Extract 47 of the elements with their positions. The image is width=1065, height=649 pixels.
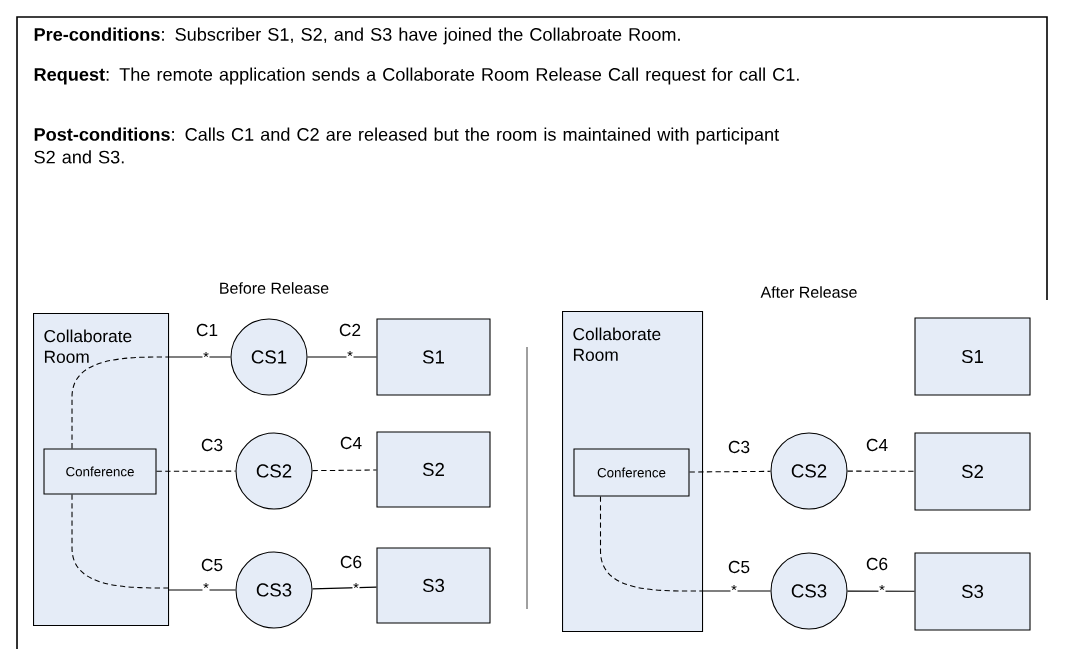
connector-line xyxy=(167,589,236,591)
connector-line xyxy=(689,470,771,473)
subscriber-box: S2 xyxy=(376,431,491,508)
connector-line xyxy=(312,586,377,590)
connector-line xyxy=(847,590,915,592)
subscriber-box: S3 xyxy=(914,552,1031,631)
circle-node: CS1 xyxy=(230,318,308,396)
edge-label: C5 xyxy=(201,558,223,572)
multiplicity-mark: * xyxy=(878,584,886,596)
multiplicity-mark: * xyxy=(202,351,210,363)
edge-label: C3 xyxy=(201,438,223,452)
paragraph: Pre-conditions: Subscriber S1, S2, and S3 have joined the Collabroate Room. xyxy=(34,27,680,45)
edge-label: C2 xyxy=(339,323,361,337)
connector-line xyxy=(312,469,377,472)
edge-label: C1 xyxy=(196,323,218,337)
circle-node: CS3 xyxy=(770,552,848,630)
edge-label: C5 xyxy=(728,560,750,574)
connector-line xyxy=(156,470,236,472)
edge-label: C4 xyxy=(866,438,888,452)
connector-line xyxy=(71,356,169,449)
subscriber-box: S2 xyxy=(914,432,1031,511)
connector-line xyxy=(71,494,169,589)
edge-label: C3 xyxy=(728,440,750,454)
edge-label: C6 xyxy=(866,557,888,571)
subscriber-box: S3 xyxy=(376,547,491,624)
paragraph: Post-conditions: Calls C1 and C2 are released but the room is maintained with participant S2 and S3. xyxy=(34,127,780,164)
multiplicity-mark: * xyxy=(346,350,354,362)
multiplicity-mark: * xyxy=(202,582,210,594)
connector-line xyxy=(701,590,771,592)
paragraph: Request: The remote application sends a Collaborate Room Release Call request for call C1. xyxy=(34,67,799,85)
conference-box: Conference xyxy=(573,448,690,497)
multiplicity-mark: * xyxy=(352,582,360,594)
section-heading: Before Release xyxy=(220,282,329,294)
circle-node: CS2 xyxy=(770,432,848,510)
connector-line xyxy=(307,356,377,358)
subscriber-box: S1 xyxy=(914,317,1031,396)
edge-label: C6 xyxy=(340,555,362,569)
subscriber-box: S1 xyxy=(376,318,491,396)
multiplicity-mark: * xyxy=(730,584,738,596)
circle-node: CS2 xyxy=(235,432,313,510)
circle-node: CS3 xyxy=(235,551,313,629)
edge-label: C4 xyxy=(340,436,362,450)
connector-line xyxy=(847,470,915,472)
connector-line xyxy=(167,356,231,358)
conference-box: Conference xyxy=(43,448,157,495)
section-heading: After Release xyxy=(760,286,857,298)
connector-line xyxy=(599,496,703,592)
